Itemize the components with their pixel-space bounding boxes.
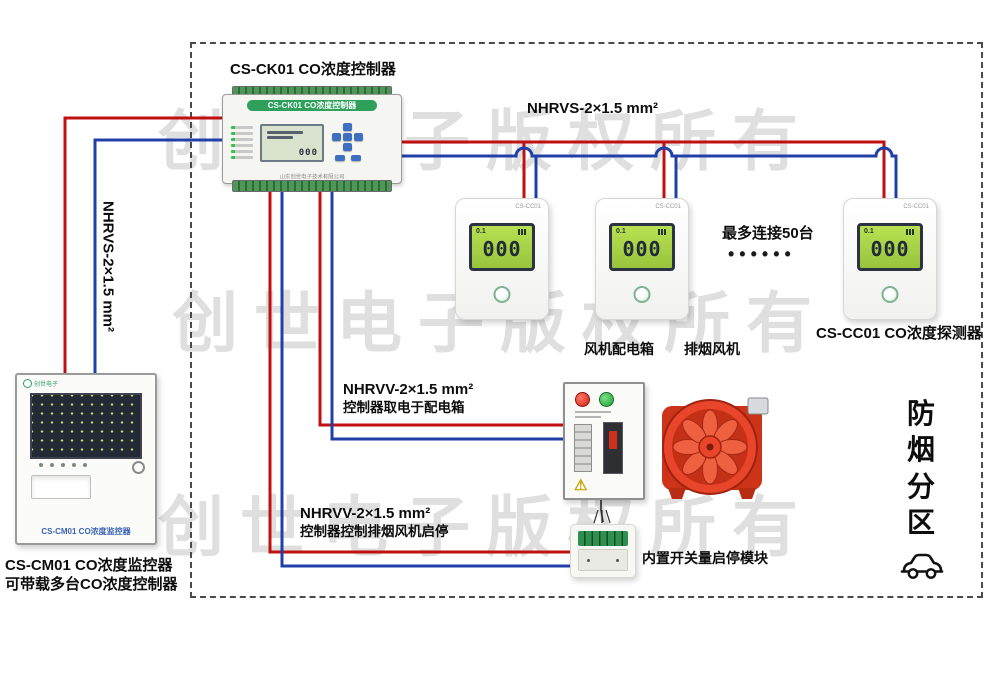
power-box-caption: 风机配电箱 [584, 341, 654, 357]
controller-keypad [331, 122, 365, 163]
led-indicators-icon [231, 126, 253, 159]
co-detector-device: CS-CC01 0.1 000 [595, 198, 689, 320]
key-left-icon [332, 132, 341, 141]
co-monitor-device: 创世电子 CS-CM01 CO浓度监控器 [15, 373, 157, 545]
monitor-led-matrix-screen [30, 393, 142, 459]
co-detector-device: CS-CC01 0.1 000 [843, 198, 937, 320]
lcd-text-line [267, 130, 304, 134]
controller-header-label: CS-CK01 CO浓度控制器 [247, 100, 377, 111]
terminal-strip-icon [574, 424, 592, 472]
key-right-icon [354, 132, 363, 141]
controller-face: 000 [223, 113, 401, 172]
co-detector-device: CS-CC01 0.1 000 [455, 198, 549, 320]
breaker-handle-icon [609, 431, 617, 449]
detector-lcd: 0.1 000 [609, 223, 675, 271]
brand-logo: 创世电子 [23, 379, 58, 388]
stop-button-icon [575, 392, 590, 407]
key-fn1-icon [335, 154, 345, 161]
label-bar [575, 411, 611, 413]
brand-name-label: 创世电子 [34, 382, 59, 388]
detector-lcd: 0.1 000 [857, 223, 923, 271]
detector-lcd: 0.1 000 [469, 223, 535, 271]
switch-module-device [570, 524, 636, 578]
brand-logo-icon [881, 286, 899, 303]
keyhole-icon [132, 461, 145, 474]
detector-model-label: CS-CC01 [903, 204, 929, 210]
detector-lcd-small-value: 0.1 [476, 228, 486, 235]
brand-logo-icon [23, 379, 32, 388]
detector-lcd-value: 000 [870, 237, 910, 261]
fan-caption: 排烟风机 [684, 341, 740, 357]
car-icon [900, 553, 944, 579]
bus-cable-label-top: NHRVS-2×1.5 mm² [527, 100, 659, 117]
control-cable-label: NHRVV-2×1.5 mm² 控制器控制排烟风机启停 [300, 505, 449, 541]
detector-model-label: CS-CC01 [655, 204, 681, 210]
detector-model-label: CS-CC01 [515, 204, 541, 210]
warning-icon: ⚠ [574, 477, 588, 494]
detector-lcd-small-value: 0.1 [864, 228, 874, 235]
controller-caption: CS-CK01 CO浓度控制器 [230, 61, 396, 78]
monitor-caption: CS-CM01 CO浓度监控器 可带载多台CO浓度控制器 [5, 556, 178, 594]
ellipsis-dots: •••••• [728, 244, 796, 264]
detector-lcd-small-value: 0.1 [616, 228, 626, 235]
monitor-caption-line1: CS-CM01 CO浓度监控器 [5, 557, 173, 574]
terminal-strip-icon [232, 180, 392, 192]
smoke-zone-label: 防烟分区 [906, 398, 935, 539]
monitor-printer-slot [31, 475, 91, 499]
brand-logo-icon [633, 286, 651, 303]
brand-logo-icon [493, 286, 511, 303]
co-controller-device: CS-CK01 CO浓度控制器 000 [222, 86, 402, 192]
fan-power-box-device: ⚠ [563, 382, 645, 500]
power-cable-desc: 控制器取电于配电箱 [343, 400, 465, 415]
monitor-buttons [39, 463, 87, 467]
key-fn2-icon [351, 154, 361, 161]
bus-cable-label-left: NHRVS-2×1.5 mm² [99, 200, 117, 333]
start-button-icon [599, 392, 614, 407]
monitor-model-label: CS-CM01 CO浓度监控器 [41, 527, 131, 536]
controller-lcd-value: 000 [298, 147, 318, 158]
power-cable-type: NHRVV-2×1.5 mm² [343, 381, 474, 398]
exhaust-fan-image [662, 397, 769, 499]
signal-bars-icon [906, 229, 916, 235]
controller-panel: CS-CK01 CO浓度控制器 000 [222, 94, 402, 184]
signal-bars-icon [658, 229, 668, 235]
monitor-caption-line2: 可带载多台CO浓度控制器 [5, 576, 178, 593]
circuit-breaker-icon [603, 422, 623, 474]
key-up-icon [343, 122, 352, 131]
controller-company-label: 山东创世电子技术有限公司 [279, 175, 345, 181]
lcd-text-line [267, 135, 293, 139]
detector-lcd-value: 000 [622, 237, 662, 261]
detector-lcd-value: 000 [482, 237, 522, 261]
label-bar [575, 416, 601, 418]
key-down-icon [343, 142, 352, 151]
module-body [578, 549, 628, 571]
signal-bars-icon [518, 229, 528, 235]
module-caption: 内置开关量启停模块 [642, 550, 768, 566]
controller-lcd: 000 [260, 123, 324, 162]
power-cable-label: NHRVV-2×1.5 mm² 控制器取电于配电箱 [343, 381, 473, 417]
control-cable-type: NHRVV-2×1.5 mm² [300, 505, 431, 522]
detector-caption: CS-CC01 CO浓度探测器 [816, 325, 982, 342]
max-connect-label: 最多连接50台 [722, 225, 814, 242]
control-cable-desc: 控制器控制排烟风机启停 [300, 524, 449, 539]
terminal-block-icon [578, 531, 628, 546]
key-enter-icon [343, 132, 352, 141]
